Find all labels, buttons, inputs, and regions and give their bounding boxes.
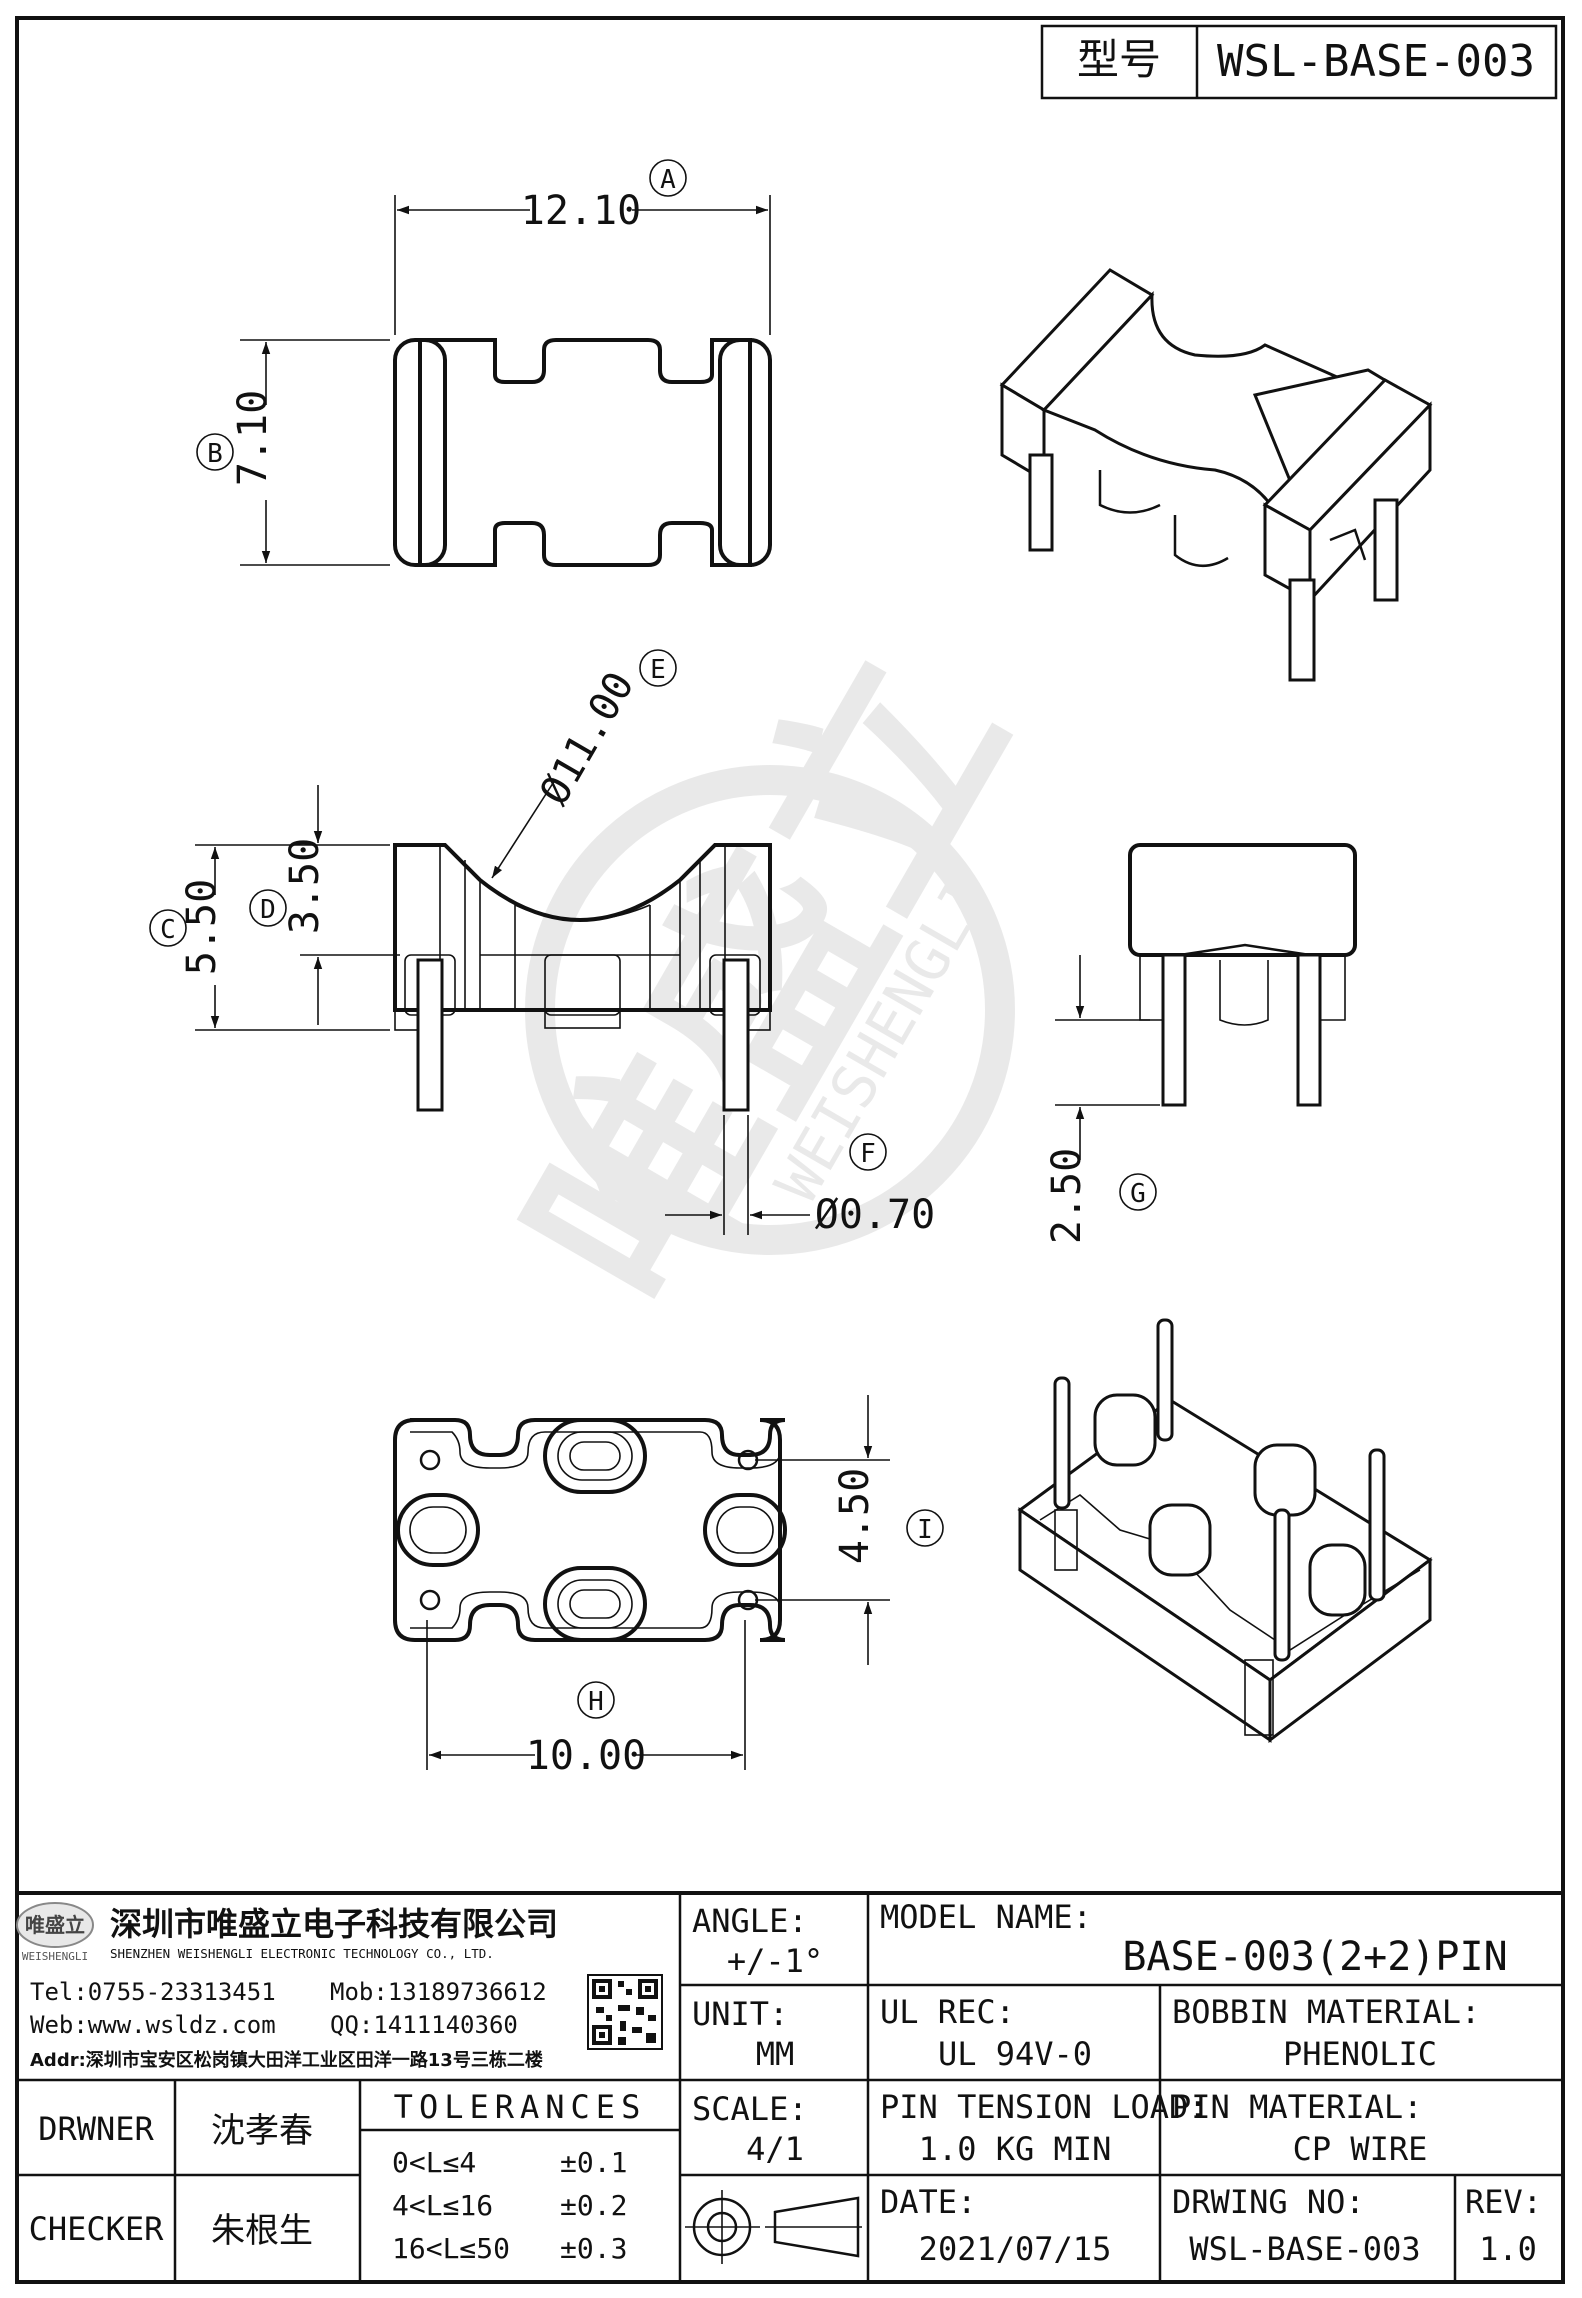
dim-c-marker xyxy=(149,909,187,947)
tolerance-value-1: ±0.1 xyxy=(560,2146,627,2179)
dim-h-value: 10.00 xyxy=(526,1733,646,1779)
company-web: Web:www.wsldz.com xyxy=(30,2011,276,2039)
tolerance-range-1: 0<L≤4 xyxy=(392,2146,476,2179)
model-name-value: BASE-003(2+2)PIN xyxy=(1122,1934,1507,1980)
drawer-name: 沈孝春 xyxy=(211,2111,313,2151)
scale-label: SCALE: xyxy=(692,2090,808,2128)
scale-value: 4/1 xyxy=(746,2130,804,2168)
dim-f-value: Ø0.70 xyxy=(815,1192,935,1238)
watermark: 唯盛立 WEISHENGLI xyxy=(479,615,1055,1346)
dim-e-marker xyxy=(639,649,677,687)
dim-a-marker xyxy=(649,159,687,197)
dim-a-value: 12.10 xyxy=(521,188,641,234)
dim-h-marker xyxy=(577,1681,615,1719)
company-mob: Mob:13189736612 xyxy=(330,1978,547,2006)
unit-label: UNIT: xyxy=(692,1995,788,2033)
ul-rec-value: UL 94V-0 xyxy=(938,2035,1092,2073)
dim-g-value: 2.50 xyxy=(1044,1148,1090,1244)
dim-i-marker xyxy=(906,1509,944,1547)
company-logo-text: 唯盛立 xyxy=(25,1913,85,1937)
rev-value: 1.0 xyxy=(1479,2230,1537,2268)
side-view: 2.50 G xyxy=(1044,843,1357,1244)
dim-f-marker xyxy=(849,1133,887,1171)
dim-e-marker-text: E xyxy=(650,655,666,685)
dim-i-value: 4.50 xyxy=(832,1468,878,1564)
dim-g-marker xyxy=(1119,1173,1157,1211)
date-value: 2021/07/15 xyxy=(919,2230,1112,2268)
dim-d-marker-text: D xyxy=(260,895,276,925)
dim-a-marker-text: A xyxy=(660,165,676,195)
company-qq: QQ:1411140360 xyxy=(330,2011,518,2039)
bobbin-material-value: PHENOLIC xyxy=(1283,2035,1437,2073)
dim-e-value: Ø11.00 xyxy=(531,664,643,812)
company-logo-sub: WEISHENGLI xyxy=(22,1950,88,1963)
tolerance-range-3: 16<L≤50 xyxy=(392,2232,510,2265)
iso-view-top xyxy=(999,268,1433,682)
bottom-view: 10.00 H 4.50 I xyxy=(393,1395,944,1779)
watermark-cn: 唯盛立 xyxy=(479,615,1055,1346)
bobbin-material-label: BOBBIN MATERIAL: xyxy=(1172,1993,1480,2031)
checker-label: CHECKER xyxy=(29,2210,165,2248)
dim-b-marker xyxy=(196,433,234,471)
dim-b-value: 7.10 xyxy=(230,390,276,486)
rev-label: REV: xyxy=(1465,2183,1542,2221)
sheet-border xyxy=(15,16,1565,2284)
dim-c-marker-text: C xyxy=(160,915,176,945)
company-tel: Tel:0755-23313451 xyxy=(30,1978,276,2006)
dim-d-value: 3.50 xyxy=(282,838,328,934)
model-name-label: MODEL NAME: xyxy=(880,1898,1092,1936)
tolerance-range-2: 4<L≤16 xyxy=(392,2189,493,2222)
iso-view-bottom xyxy=(1017,1318,1433,1743)
angle-value: +/-1° xyxy=(727,1942,823,1980)
dim-g-marker-text: G xyxy=(1130,1179,1146,1209)
company-name-en: SHENZHEN WEISHENGLI ELECTRONIC TECHNOLOG… xyxy=(110,1946,494,1961)
dim-f-marker-text: F xyxy=(860,1139,876,1169)
tolerances-title: TOLERANCES xyxy=(394,2088,647,2126)
drawing-no-value: WSL-BASE-003 xyxy=(1189,2230,1420,2268)
checker-name: 朱根生 xyxy=(211,2211,313,2251)
company-name-cn: 深圳市唯盛立电子科技有限公司 xyxy=(110,1905,558,1943)
projection-symbol-icon xyxy=(685,2190,862,2264)
top-view: 12.10 A 7.10 B xyxy=(196,159,772,567)
dim-h-marker-text: H xyxy=(588,1687,604,1717)
dim-i-marker-text: I xyxy=(917,1515,933,1545)
unit-value: MM xyxy=(756,2035,795,2073)
angle-label: ANGLE: xyxy=(692,1902,808,1940)
company-address: Addr:深圳市宝安区松岗镇大田洋工业区田洋一路13号三栋二楼 xyxy=(30,2049,543,2071)
tolerance-value-2: ±0.2 xyxy=(560,2189,627,2222)
pin-material-label: PIN MATERIAL: xyxy=(1172,2088,1422,2126)
drawer-label: DRWNER xyxy=(38,2110,154,2148)
date-label: DATE: xyxy=(880,2183,976,2221)
dim-d-marker xyxy=(249,889,287,927)
title-block: 唯盛立 WEISHENGLI 深圳市唯盛立电子科技有限公司 SHENZHEN W… xyxy=(16,1891,1563,2282)
drawing-no-label: DRWING NO: xyxy=(1172,2183,1365,2221)
model-code-value: WSL-BASE-003 xyxy=(1217,36,1535,87)
qr-code xyxy=(587,1974,663,2050)
pin-tension-label: PIN TENSION LOAD: xyxy=(880,2088,1208,2126)
pin-material-value: CP WIRE xyxy=(1293,2130,1428,2168)
model-code-label: 型号 xyxy=(1077,35,1161,84)
model-code-box: 型号 WSL-BASE-003 xyxy=(1040,24,1558,100)
tolerance-value-3: ±0.3 xyxy=(560,2232,627,2265)
dim-b-marker-text: B xyxy=(207,439,223,469)
ul-rec-label: UL REC: xyxy=(880,1993,1015,2031)
company-logo: 唯盛立 WEISHENGLI xyxy=(16,1902,94,1963)
pin-tension-value: 1.0 KG MIN xyxy=(919,2130,1112,2168)
